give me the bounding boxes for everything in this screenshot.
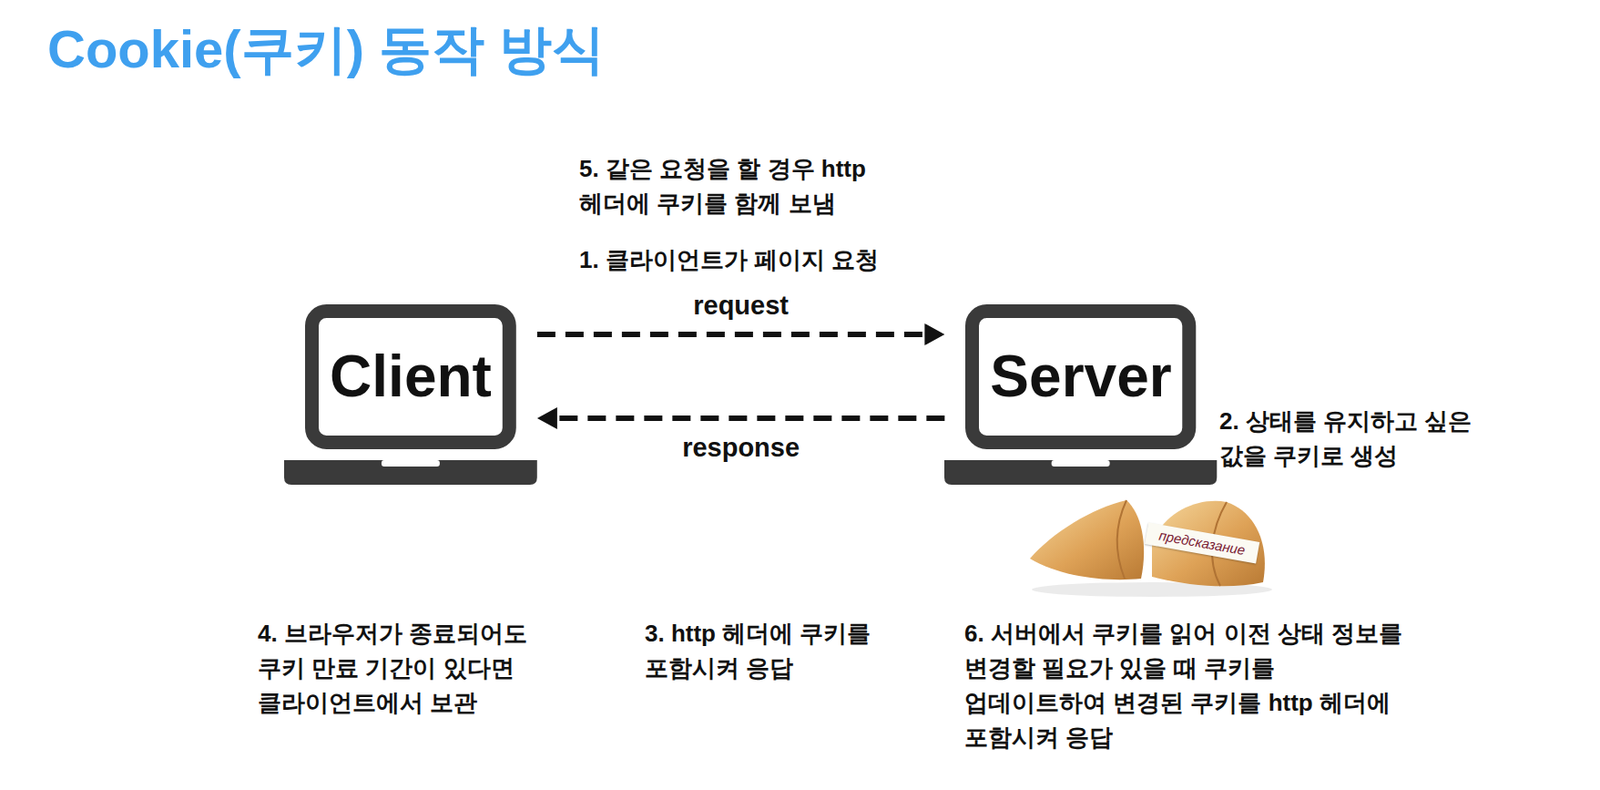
dashed-line	[537, 331, 925, 337]
laptop-screen	[972, 311, 1190, 443]
step-note: 2. 상태를 유지하고 싶은 값을 쿠키로 생성	[1219, 403, 1511, 473]
screen-area: Server	[978, 317, 1183, 436]
dashed-arrow	[537, 323, 945, 346]
edge-label: request	[689, 290, 793, 321]
laptop-screen	[312, 311, 510, 443]
screen-area: Client	[318, 317, 503, 436]
dashed-arrow	[537, 407, 945, 429]
node-label: Server	[989, 344, 1172, 408]
dashed-line	[557, 415, 945, 421]
cookie-left	[1029, 499, 1144, 580]
node-label: Client	[329, 344, 492, 408]
cookie-fold	[1117, 499, 1127, 579]
arrow-head	[537, 407, 558, 429]
step-note: 4. 브라우저가 종료되어도 쿠키 만료 기간이 있다면 클라이언트에서 보관	[257, 615, 541, 720]
step-note: 5. 같은 요청을 할 경우 http 헤더에 쿠키를 함께 보냄	[579, 151, 917, 221]
diagram-title: Cookie(쿠키) 동작 방식	[47, 14, 605, 86]
laptop-notch	[1051, 459, 1111, 467]
edge-label: response	[678, 432, 804, 463]
cookie-paper-text: предсказание	[1144, 521, 1260, 563]
step-note: 6. 서버에서 쿠키를 읽어 이전 상태 정보를 변경할 필요가 있을 때 쿠키…	[964, 615, 1407, 755]
laptop-node: Server	[944, 304, 1217, 485]
step-note: 1. 클라이언트가 페이지 요청	[579, 242, 980, 277]
laptop-notch	[381, 459, 440, 467]
arrow-head	[924, 323, 945, 346]
laptop-base	[284, 459, 538, 485]
laptop-node: Client	[284, 304, 538, 485]
step-note: 3. http 헤더에 쿠키를 포함시켜 응답	[644, 615, 918, 685]
laptop-base	[944, 459, 1217, 485]
